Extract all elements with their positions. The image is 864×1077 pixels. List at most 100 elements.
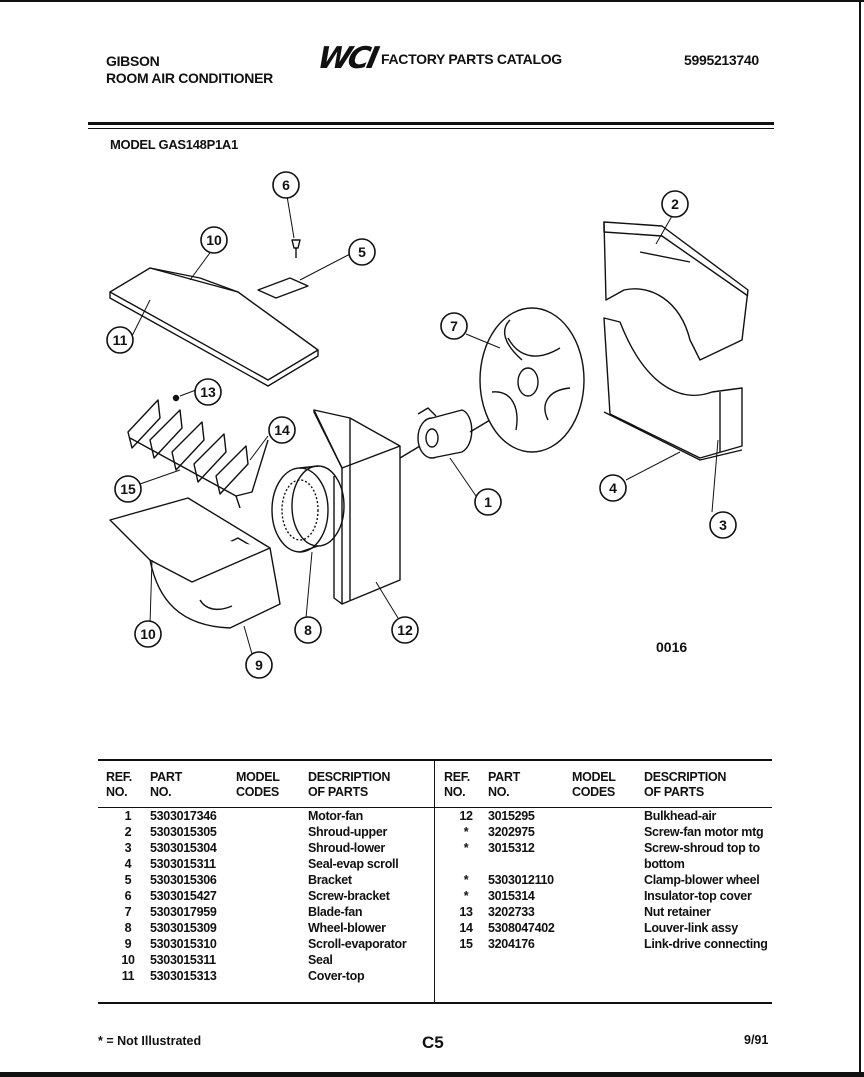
page-border-top <box>0 0 864 2</box>
callout-1: 1 <box>484 494 492 510</box>
scroll-evaporator-part <box>109 497 281 629</box>
description-cell: Wheel-blower <box>308 921 386 935</box>
blade-fan-part <box>479 307 585 453</box>
table-rule-top <box>98 759 772 761</box>
table-row: * 3015314 Insulator-top cover <box>444 888 774 904</box>
model-codes-cell <box>236 872 308 888</box>
ref-cell: 2 <box>124 825 132 839</box>
model-codes-cell <box>236 840 308 856</box>
model-codes-cell <box>236 904 308 920</box>
table-column-divider <box>434 760 435 1003</box>
description-cell: Bracket <box>308 873 352 887</box>
description-cell: Cover-top <box>308 969 365 983</box>
table-rule-bottom <box>98 1002 772 1004</box>
ref-cell: 15 <box>459 937 473 951</box>
header-rule-thin <box>88 128 774 129</box>
part-number-cell: 5303015306 <box>150 873 217 887</box>
part-number-cell: 5303015311 <box>150 953 216 967</box>
description-cell: Screw-bracket <box>308 889 390 903</box>
ref-cell: * <box>463 825 469 839</box>
brand-name: GIBSON <box>106 53 160 69</box>
description-cell: Shroud-lower <box>308 841 385 855</box>
callout-10-lower: 10 <box>140 626 156 642</box>
ref-cell: 11 <box>121 969 135 983</box>
description-cell: Scroll-evaporator <box>308 937 407 951</box>
callout-15: 15 <box>120 481 136 497</box>
callout-13: 13 <box>200 384 216 400</box>
part-number-cell: 3015295 <box>488 809 535 823</box>
model-codes-cell <box>572 808 644 824</box>
description-cell: Seal-evap scroll <box>308 857 399 871</box>
description-cell: Bulkhead-air <box>644 809 717 823</box>
table-row: 1 5303017346 Motor-fan <box>106 808 424 824</box>
page-code: C5 <box>422 1033 444 1052</box>
not-illustrated-note: * = Not Illustrated <box>98 1034 202 1048</box>
description-cell: Screw-shroud top to bottom <box>644 841 760 871</box>
model-codes-cell <box>572 888 644 904</box>
table-row: 12 3015295 Bulkhead-air <box>444 808 774 824</box>
description-cell: Clamp-blower wheel <box>644 873 760 887</box>
description-cell: Motor-fan <box>308 809 363 823</box>
table-row: * 5303012110 Clamp-blower wheel <box>444 872 774 888</box>
part-number-cell: 5303012110 <box>488 873 554 887</box>
part-number-cell: 5308047402 <box>488 921 555 935</box>
part-number-cell: 5303017959 <box>150 905 217 919</box>
motor-fan-part <box>399 407 491 459</box>
ref-cell: 6 <box>124 889 132 903</box>
model-codes-cell <box>572 824 644 840</box>
part-number-cell: 5303015304 <box>150 841 217 855</box>
screw-bracket-part <box>291 239 301 258</box>
part-number-cell: 3015314 <box>488 889 535 903</box>
ref-cell: 4 <box>124 857 132 871</box>
part-number-cell: 5303015427 <box>150 889 217 903</box>
seal-evap-scroll-part <box>603 411 743 461</box>
table-row: 6 5303015427 Screw-bracket <box>106 888 424 904</box>
model-codes-cell <box>236 968 308 984</box>
model-codes-cell <box>572 936 644 952</box>
product-name: ROOM AIR CONDITIONER <box>106 70 273 86</box>
ref-cell: * <box>463 873 469 887</box>
catalog-title: FACTORY PARTS CATALOG <box>381 51 562 67</box>
page-border-right <box>859 0 861 1077</box>
ref-cell: 8 <box>124 921 132 935</box>
description-cell: Nut retainer <box>644 905 711 919</box>
part-number-cell: 5303015310 <box>150 937 217 951</box>
callout-10: 10 <box>206 232 222 248</box>
ref-cell: 14 <box>459 921 473 935</box>
ref-cell: 1 <box>124 809 132 823</box>
part-number-cell: 5303015305 <box>150 825 217 839</box>
callout-14: 14 <box>274 422 290 438</box>
description-cell: Insulator-top cover <box>644 889 752 903</box>
callout-12: 12 <box>397 622 413 638</box>
table-rule-header <box>98 807 772 808</box>
revision-date: 9/91 <box>744 1033 769 1047</box>
louver-assembly-part <box>127 399 269 509</box>
callout-3: 3 <box>719 517 727 533</box>
callout-4: 4 <box>609 480 617 496</box>
part-number-cell: 5303017346 <box>150 809 217 823</box>
ref-cell: 12 <box>459 809 473 823</box>
model-codes-cell <box>572 840 644 872</box>
header-ref: REF.NO. <box>106 770 132 799</box>
model-codes-cell <box>572 872 644 888</box>
model-codes-cell <box>236 824 308 840</box>
ref-cell: 10 <box>121 953 135 967</box>
callout-9: 9 <box>255 657 263 673</box>
callout-8: 8 <box>304 622 312 638</box>
callout-7: 7 <box>450 318 458 334</box>
ref-cell: 3 <box>124 841 132 855</box>
ref-cell: * <box>463 889 469 903</box>
description-cell: Seal <box>308 953 333 967</box>
